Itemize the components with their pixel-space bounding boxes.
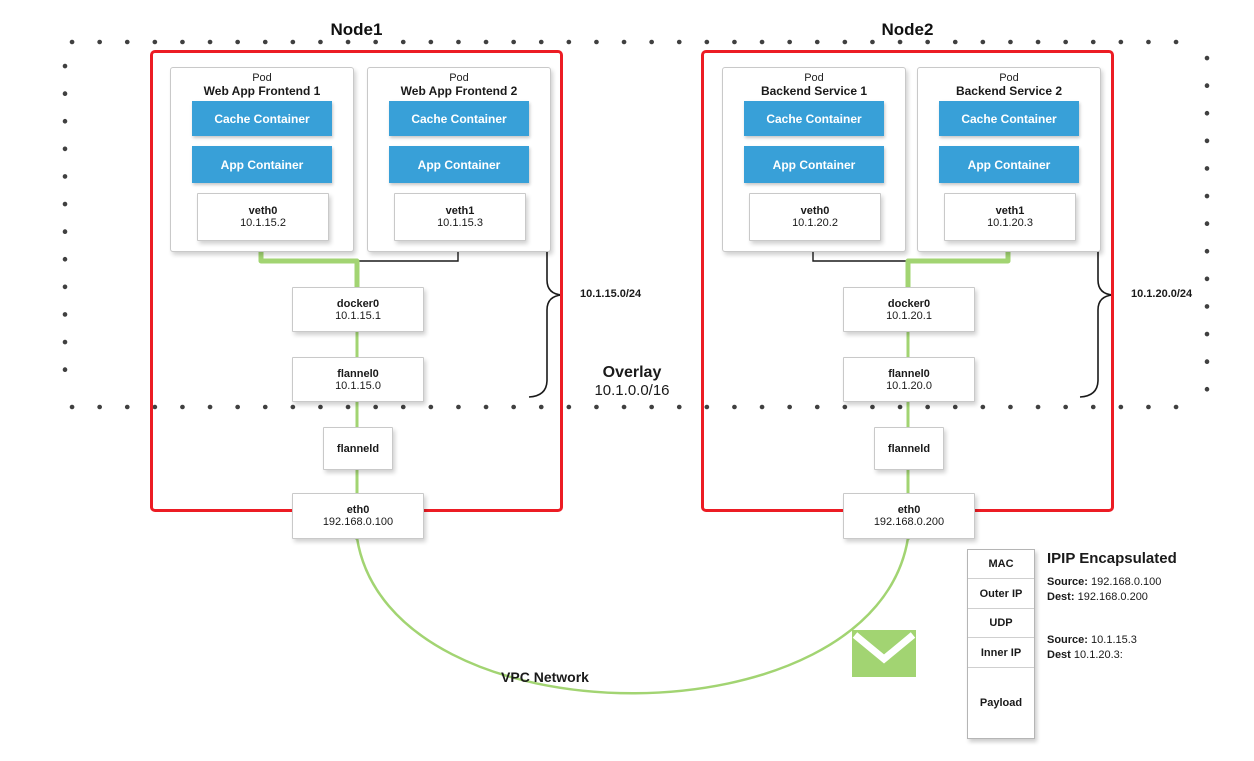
pod-backend-service-2: Pod Backend Service 2 Cache Container Ap… bbox=[917, 67, 1101, 252]
inner-dest-value: 10.1.20.3: bbox=[1073, 648, 1123, 661]
iface-name: veth0 bbox=[800, 205, 830, 217]
veth-interface: veth1 10.1.15.3 bbox=[394, 193, 526, 241]
iface-name: veth1 bbox=[995, 205, 1025, 217]
iface-ip: 10.1.15.2 bbox=[240, 217, 286, 229]
iface-name: flannel0 bbox=[337, 367, 379, 380]
inner-source-label: Source: bbox=[1047, 634, 1088, 646]
outer-dest-label: Dest: bbox=[1047, 590, 1075, 603]
pod-web-app-frontend-1: Pod Web App Frontend 1 Cache Container A… bbox=[170, 67, 354, 252]
iface-name: docker0 bbox=[887, 297, 931, 310]
iface-ip: 10.1.15.0 bbox=[335, 379, 381, 392]
pod-web-app-frontend-2: Pod Web App Frontend 2 Cache Container A… bbox=[367, 67, 551, 252]
node2-eth0-interface: eth0 192.168.0.200 bbox=[843, 493, 975, 539]
inner-dest-label: Dest bbox=[1047, 648, 1071, 661]
app-container: App Container bbox=[192, 146, 332, 183]
iface-name: docker0 bbox=[336, 297, 380, 310]
packet-layer-udp: UDP bbox=[968, 609, 1034, 638]
iface-name: flanneld bbox=[336, 442, 380, 455]
node2-title: Node2 bbox=[881, 20, 934, 39]
iface-name: eth0 bbox=[897, 504, 921, 516]
cache-container: Cache Container bbox=[389, 101, 529, 136]
pod-name-label: Web App Frontend 1 bbox=[203, 84, 321, 98]
outer-source-label: Source: bbox=[1047, 576, 1088, 588]
node1-eth0-interface: eth0 192.168.0.100 bbox=[292, 493, 424, 539]
packet-title: IPIP Encapsulated bbox=[1047, 550, 1177, 567]
veth-interface: veth0 10.1.20.2 bbox=[749, 193, 881, 241]
iface-ip: 10.1.20.3 bbox=[987, 217, 1033, 229]
packet-layer-inner-ip: Inner IP bbox=[968, 638, 1034, 668]
outer-dest-value: 192.168.0.200 bbox=[1077, 590, 1148, 603]
iface-ip: 10.1.20.2 bbox=[792, 217, 838, 229]
veth-interface: veth1 10.1.20.3 bbox=[944, 193, 1076, 241]
iface-ip: 192.168.0.100 bbox=[322, 516, 394, 528]
cache-container: Cache Container bbox=[192, 101, 332, 136]
pod-kind-label: Pod bbox=[449, 72, 469, 84]
envelope-icon bbox=[852, 630, 916, 677]
overlay-network-label: Overlay 10.1.0.0/16 bbox=[557, 364, 707, 399]
iface-ip: 10.1.20.0 bbox=[886, 379, 932, 392]
packet-layer-outer-ip: Outer IP bbox=[968, 579, 1034, 609]
overlay-cidr: 10.1.0.0/16 bbox=[594, 382, 670, 399]
veth-interface: veth0 10.1.15.2 bbox=[197, 193, 329, 241]
iface-ip: 10.1.15.3 bbox=[437, 217, 483, 229]
outer-source-value: 192.168.0.100 bbox=[1091, 576, 1162, 588]
iface-name: eth0 bbox=[346, 504, 370, 516]
node2-subnet-label: 10.1.20.0/24 bbox=[1131, 288, 1193, 300]
node1-flannel0-interface: flannel0 10.1.15.0 bbox=[292, 357, 424, 402]
overlay-title: Overlay bbox=[602, 364, 662, 381]
node2-flanneld-daemon: flanneld bbox=[874, 427, 944, 470]
iface-name: flannel0 bbox=[888, 367, 930, 380]
pod-kind-label: Pod bbox=[999, 72, 1019, 84]
inner-ip-annotation: Source: 10.1.15.3 Dest 10.1.20.3: bbox=[1047, 633, 1137, 663]
app-container: App Container bbox=[389, 146, 529, 183]
app-container: App Container bbox=[744, 146, 884, 183]
iface-name: flanneld bbox=[887, 442, 931, 455]
cache-container: Cache Container bbox=[744, 101, 884, 136]
packet-layer-payload: Payload bbox=[979, 697, 1023, 709]
node2-docker0-bridge: docker0 10.1.20.1 bbox=[843, 287, 975, 332]
pod-name-label: Web App Frontend 2 bbox=[400, 84, 518, 98]
iface-ip: 192.168.0.200 bbox=[873, 516, 945, 528]
node1-docker0-bridge: docker0 10.1.15.1 bbox=[292, 287, 424, 332]
pod-name-label: Backend Service 1 bbox=[760, 84, 868, 98]
vpc-network-arc bbox=[355, 537, 910, 695]
packet-layer-mac: MAC bbox=[968, 550, 1034, 579]
node1-subnet-label: 10.1.15.0/24 bbox=[580, 288, 642, 300]
iface-name: veth1 bbox=[445, 205, 475, 217]
node1-title: Node1 bbox=[330, 20, 383, 39]
inner-source-value: 10.1.15.3 bbox=[1091, 634, 1137, 646]
vpc-network-label: VPC Network bbox=[501, 669, 589, 685]
overlay-dotted-border bbox=[62, 39, 1210, 410]
node1-flanneld-daemon: flanneld bbox=[323, 427, 393, 470]
pod-kind-label: Pod bbox=[252, 72, 272, 84]
iface-name: veth0 bbox=[248, 205, 278, 217]
node2-flannel0-interface: flannel0 10.1.20.0 bbox=[843, 357, 975, 402]
iface-ip: 10.1.20.1 bbox=[886, 309, 932, 322]
cache-container: Cache Container bbox=[939, 101, 1079, 136]
iface-ip: 10.1.15.1 bbox=[335, 309, 381, 322]
app-container: App Container bbox=[939, 146, 1079, 183]
pod-kind-label: Pod bbox=[804, 72, 824, 84]
pod-backend-service-1: Pod Backend Service 1 Cache Container Ap… bbox=[722, 67, 906, 252]
pod-name-label: Backend Service 2 bbox=[955, 84, 1063, 98]
outer-ip-annotation: Source: 192.168.0.100 Dest: 192.168.0.20… bbox=[1047, 575, 1161, 605]
packet-layer-stack: MAC Outer IP UDP Inner IP Payload bbox=[967, 549, 1035, 739]
